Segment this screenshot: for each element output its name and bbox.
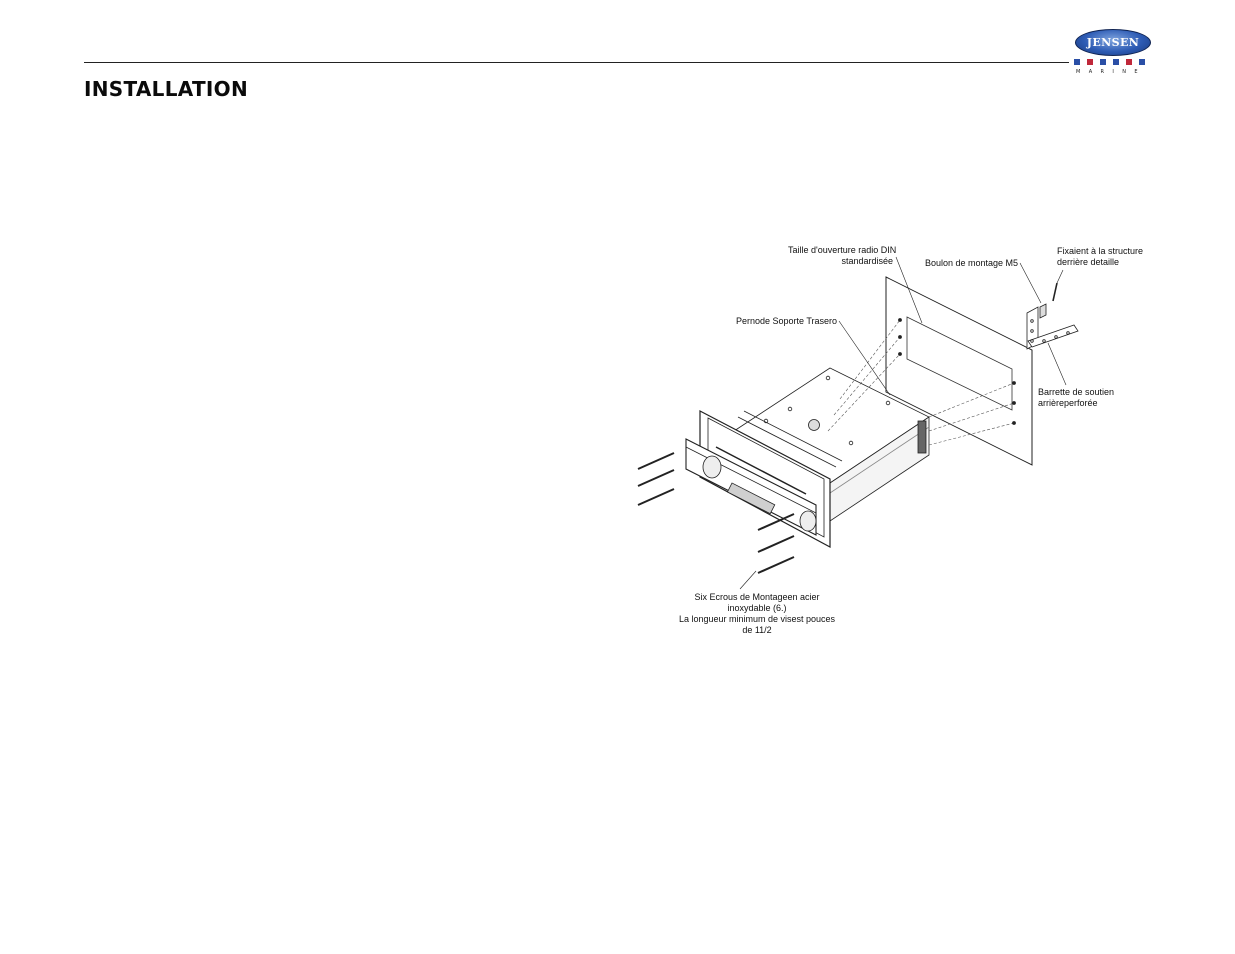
panel-hole <box>898 318 902 322</box>
strap-hole <box>1030 319 1034 323</box>
logo-square <box>1087 59 1093 65</box>
label-rear-support: Pernode Soporte Trasero <box>736 316 838 326</box>
chassis-rib <box>829 426 930 494</box>
wood-screw <box>1052 282 1058 302</box>
label-screws: Six Ecrous de Montageen acier inoxydable… <box>666 592 848 636</box>
installation-diagram: Taille d'ouverture radio DIN standardisé… <box>620 235 1160 640</box>
strap-hole <box>1042 339 1046 343</box>
screws-left <box>637 452 795 574</box>
label-line: Six Ecrous de Montageen acier <box>694 592 820 602</box>
leader-lines <box>739 256 1067 590</box>
panel-hole <box>1012 381 1016 385</box>
chassis-hole <box>885 400 891 406</box>
leader-fix <box>1056 269 1064 284</box>
alignment-line <box>928 382 1015 418</box>
label-line: Taille d'ouverture radio DIN <box>788 245 897 255</box>
logo-subtitle: MARINE <box>1076 69 1146 75</box>
alignment-line <box>833 336 901 416</box>
label-line: Fixaient à la structure <box>1057 246 1144 256</box>
strap-hole <box>1066 331 1070 335</box>
label-din-opening: Taille d'ouverture radio DIN standardisé… <box>788 245 897 267</box>
logo-square <box>1113 59 1119 65</box>
leader-strap <box>1047 342 1067 386</box>
screw <box>757 513 795 531</box>
left-knob <box>702 455 722 479</box>
m5-bolt <box>1039 303 1047 319</box>
panel-hole <box>1012 401 1016 405</box>
logo-brand: JENSEN <box>1086 36 1140 49</box>
display-window <box>726 482 776 515</box>
label-strap: Barrette de soutien arrièreperforée <box>1038 387 1114 409</box>
screw <box>637 452 675 470</box>
alignment-line <box>839 319 901 400</box>
screw <box>757 556 795 574</box>
rear-connector <box>917 420 927 454</box>
logo-oval: JENSEN <box>1075 29 1151 56</box>
panel-hole <box>898 335 902 339</box>
screw <box>637 469 675 487</box>
right-knob <box>799 510 817 532</box>
label-line: inoxydable (6.) <box>727 603 787 613</box>
logo-square <box>1100 59 1106 65</box>
screw <box>757 535 795 553</box>
chassis-hole <box>848 440 854 446</box>
panel-hole <box>898 352 902 356</box>
leader-rear-support <box>838 320 891 396</box>
label-line: Barrette de soutien <box>1038 387 1115 397</box>
chassis-edge <box>743 410 843 462</box>
label-line: La longueur minimum de visest pouces <box>678 614 836 624</box>
chassis-hole <box>825 375 831 381</box>
leader-screws <box>739 570 757 590</box>
din-opening <box>906 316 1013 411</box>
jensen-logo: JENSEN MARINE <box>1070 26 1160 78</box>
cd-slot <box>715 446 807 495</box>
logo-square <box>1139 59 1145 65</box>
header-rule <box>84 62 1069 63</box>
logo-square <box>1126 59 1132 65</box>
leader-bolt <box>1019 262 1042 304</box>
chassis-hole <box>787 406 793 412</box>
label-line: derrière detaille <box>1057 257 1120 267</box>
strap-hole <box>1054 335 1058 339</box>
support-strap-horizontal <box>1027 324 1079 348</box>
installation-drawing <box>637 256 1079 590</box>
chassis-hole <box>763 418 769 424</box>
label-bolt: Boulon de montage M5 <box>925 258 1019 268</box>
strap-hole <box>1030 329 1034 333</box>
alignment-line <box>827 353 901 432</box>
leader-din <box>895 256 923 324</box>
label-fix: Fixaient à la structure derrière detaill… <box>1057 246 1143 268</box>
strap-hole <box>1030 339 1034 343</box>
chassis-edge <box>737 416 837 468</box>
page-title: INSTALLATION <box>84 77 248 101</box>
logo-squares <box>1074 59 1145 65</box>
panel-hole <box>1012 421 1016 425</box>
alignment-lines <box>827 319 1015 446</box>
label-line: arrièreperforée <box>1038 398 1098 408</box>
label-line: standardisée <box>841 256 893 266</box>
screw <box>637 488 675 506</box>
logo-square <box>1074 59 1080 65</box>
label-line: de 11/2 <box>742 625 772 635</box>
chassis-hole <box>808 419 820 431</box>
